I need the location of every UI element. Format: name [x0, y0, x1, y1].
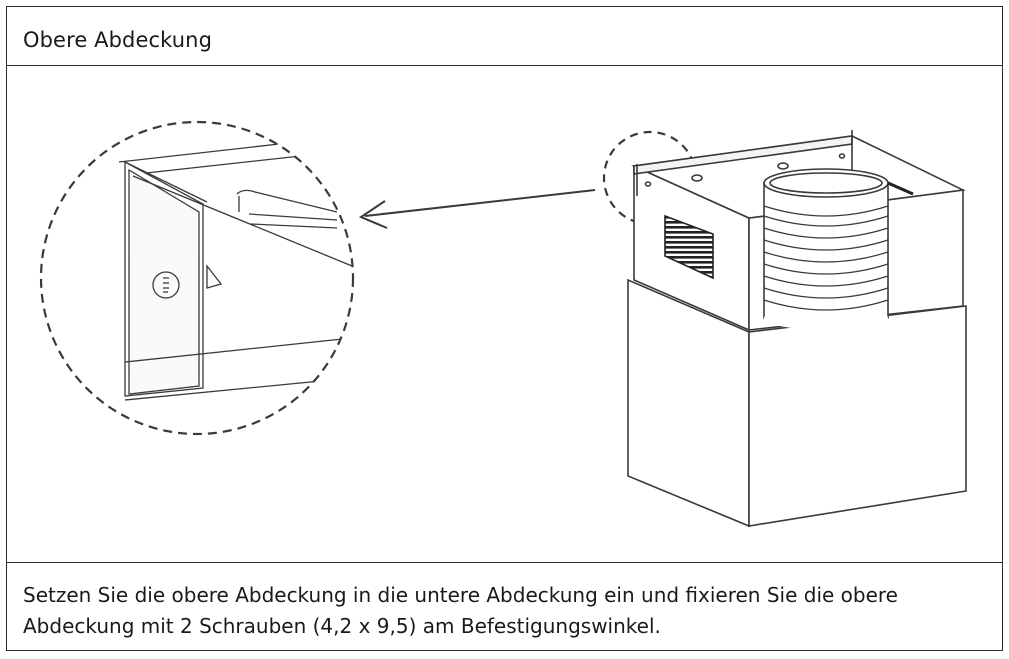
panel-header: Obere Abdeckung — [7, 7, 1002, 66]
section-title: Obere Abdeckung — [23, 28, 213, 52]
instruction-panel: Obere Abdeckung — [6, 6, 1003, 651]
instruction-caption: Setzen Sie die obere Abdeckung in die un… — [7, 562, 1002, 650]
installation-illustration — [7, 66, 1002, 562]
hood-chimney — [627, 130, 967, 528]
pointer-arrow — [358, 189, 596, 229]
instruction-text: Setzen Sie die obere Abdeckung in die un… — [23, 583, 898, 638]
detail-circle — [39, 120, 355, 436]
illustration-svg — [39, 120, 967, 528]
